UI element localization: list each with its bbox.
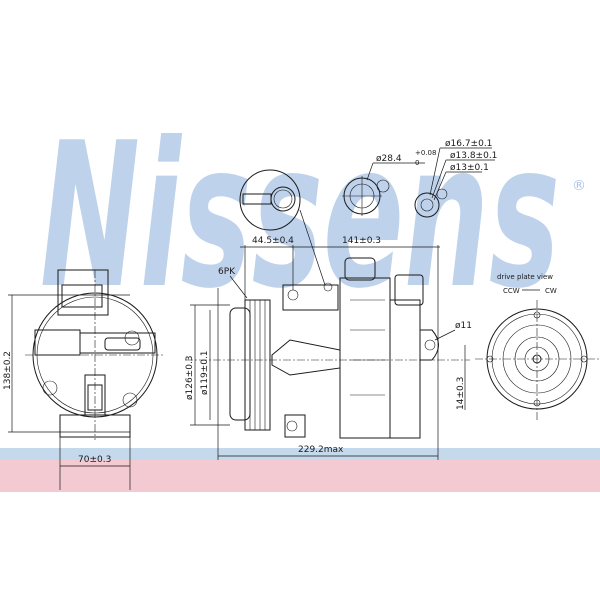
drive-plate-view: drive plate view CCW CW <box>475 273 600 420</box>
total-length-dimension: 229.2max <box>298 445 344 455</box>
hole-diameter-label: ø11 <box>455 321 472 331</box>
pulley-offset-dimension: 44.5±0.4 <box>252 236 294 246</box>
drive-plate-view-label: drive plate view <box>497 273 553 281</box>
hole-offset-dimension: 14±0.3 <box>456 377 466 410</box>
belt-type-label: 6PK <box>218 267 236 277</box>
pulley-diameter-outer: ø126±0.3 <box>185 355 195 400</box>
watermark-pink-band <box>0 460 600 492</box>
ccw-label: CCW <box>503 287 520 295</box>
base-width-dimension: 70±0.3 <box>78 455 111 465</box>
connector-main-diameter: ø28.4 <box>376 154 402 164</box>
connector-detail-views: ø28.4 +0.08 0 ø16.7±0.1 ø13.8±0.1 ø13±0.… <box>239 139 497 286</box>
mount-span-dimension: 141±0.3 <box>342 236 381 246</box>
connector-main-tol-upper: +0.08 <box>415 149 436 157</box>
inner-diameter-label: ø13±0.1 <box>450 163 489 173</box>
registered-mark: ® <box>572 178 586 194</box>
mid-diameter-label: ø13.8±0.1 <box>450 151 497 161</box>
pulley-diameter-inner: ø119±0.1 <box>200 350 210 395</box>
front-view: 138±0.2 70±0.3 <box>3 269 165 490</box>
side-view: 229.2max 44.5±0.4 141±0.3 6PK ø126±0.3 ø… <box>185 236 472 460</box>
watermark-logo: Nissens <box>40 100 560 333</box>
connector-main-tol-lower: 0 <box>415 159 419 167</box>
outer-diameter-label: ø16.7±0.1 <box>445 139 492 149</box>
watermark-blue-band <box>0 448 600 460</box>
height-dimension: 138±0.2 <box>3 351 13 390</box>
cw-label: CW <box>545 287 557 295</box>
